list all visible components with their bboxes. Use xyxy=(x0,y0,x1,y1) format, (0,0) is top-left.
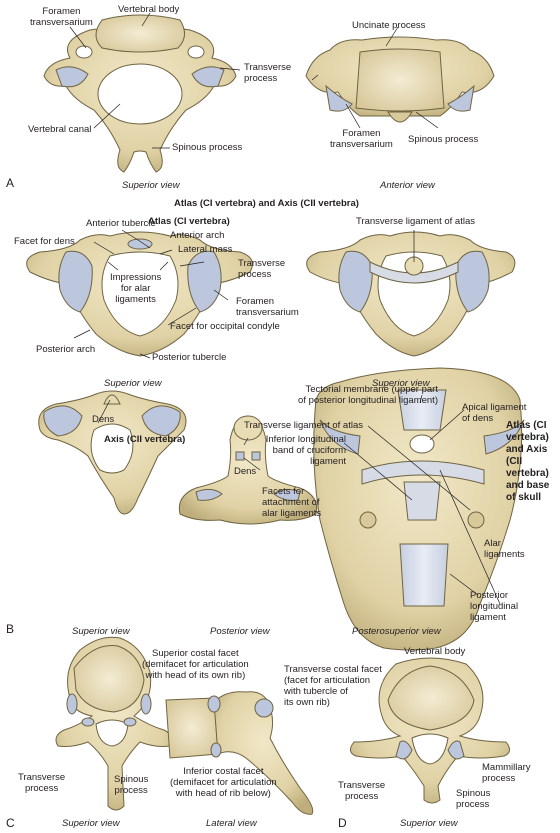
label-facet-for-dens: Facet for dens xyxy=(14,236,75,247)
label-transverse-costal-facet: Transverse costal facet (facet for artic… xyxy=(284,664,382,708)
label-anterior-arch: Anterior arch xyxy=(170,230,225,241)
label-spinous-process-d: Spinous process xyxy=(456,788,491,810)
view-caption-posterosuperior: Posterosuperior view xyxy=(352,626,441,637)
label-dens-posterior: Dens xyxy=(234,466,257,477)
view-caption-c-left: Superior view xyxy=(62,818,120,829)
view-caption-a-right: Anterior view xyxy=(380,180,435,191)
label-posterior-tubercle: Posterior tubercle xyxy=(152,352,227,363)
label-tectorial-membrane: Tectorial membrane (upper part of poster… xyxy=(298,384,438,406)
view-caption-axis-posterior: Posterior view xyxy=(210,626,270,637)
label-transverse-process-a: Transverse process xyxy=(244,62,292,84)
atlas-axis-skull-base-drawing xyxy=(313,367,525,651)
panel-letter-a: A xyxy=(6,176,15,190)
label-anterior-tubercle: Anterior tubercle xyxy=(86,218,156,229)
view-caption-a-left: Superior view xyxy=(122,180,180,191)
label-superior-costal-facet: Superior costal facet (demifacet for art… xyxy=(142,648,249,681)
cervical-vertebra-anterior-drawing xyxy=(305,36,495,123)
label-vertebral-body-d: Vertebral body xyxy=(404,646,466,657)
label-transverse-process-d: Transverse process xyxy=(338,780,386,802)
title-atlas: Atlas (CI vertebra) xyxy=(148,216,230,227)
thoracic-vertebra-superior-drawing xyxy=(55,636,173,811)
lumbar-vertebra-superior-drawing xyxy=(350,657,510,804)
label-apical-ligament-dens: Apical ligament of dens xyxy=(462,402,527,424)
panel-letter-b: B xyxy=(6,622,15,636)
view-caption-axis-superior: Superior view xyxy=(72,626,130,637)
view-caption-atlas-right: Superior view xyxy=(372,378,430,389)
label-inferior-longitudinal-band: Inferior longitudinal band of cruciform … xyxy=(265,434,346,467)
label-spinous-process-a-right: Spinous process xyxy=(408,134,479,145)
label-inferior-costal-facet: Inferior costal facet (demifacet for art… xyxy=(170,766,277,799)
label-facets-alar-attachment: Facets for attachment of alar ligaments xyxy=(262,486,322,519)
title-atlas-axis-skull: Atlas (CI vertebra) and Axis (CII verteb… xyxy=(506,420,550,503)
label-vertebral-body-a: Vertebral body xyxy=(118,4,180,15)
label-vertebral-canal-a: Vertebral canal xyxy=(28,124,92,135)
label-spinous-process-c: Spinous process xyxy=(114,774,149,796)
title-axis: Axis (CII vertebra) xyxy=(104,434,186,445)
label-transverse-ligament-atlas-mid: Transverse ligament of atlas xyxy=(244,420,363,431)
label-foramen-transversarium-a-right: Foramen transversarium xyxy=(330,128,393,150)
view-caption-c-mid: Lateral view xyxy=(206,818,257,829)
label-uncinate-process-a: Uncinate process xyxy=(352,20,426,31)
label-foramen-transversarium-a-left: Foramen transversarium xyxy=(30,6,93,28)
axis-superior-drawing xyxy=(38,390,187,515)
label-foramen-transversarium-atlas: Foramen transversarium xyxy=(236,296,299,318)
view-caption-d: Superior view xyxy=(400,818,458,829)
label-transverse-ligament-atlas-top: Transverse ligament of atlas xyxy=(356,216,475,227)
label-transverse-process-atlas: Transverse process xyxy=(238,258,286,280)
label-lateral-mass: Lateral mass xyxy=(178,244,233,255)
label-alar-ligaments: Alar ligaments xyxy=(484,538,525,560)
label-facet-occipital-condyle: Facet for occipital condyle xyxy=(170,321,280,332)
label-posterior-longitudinal-ligament: Posterior longitudinal ligament xyxy=(470,590,519,623)
heading-atlas-and-axis: Atlas (CI vertebra) and Axis (CII verteb… xyxy=(174,198,359,209)
label-transverse-process-c: Transverse process xyxy=(18,772,66,794)
atlas-superior-drawing-right xyxy=(306,231,516,357)
thoracic-vertebra-lateral-drawing xyxy=(165,691,314,815)
view-caption-atlas-left: Superior view xyxy=(104,378,162,389)
label-posterior-arch: Posterior arch xyxy=(36,344,96,355)
label-mammillary-process: Mammillary process xyxy=(482,762,531,784)
leader-lines xyxy=(69,12,501,605)
panel-letter-d: D xyxy=(338,816,347,830)
label-impressions-alar-ligaments: Impressions for alar ligaments xyxy=(110,272,162,305)
panel-letter-c: C xyxy=(6,816,15,830)
cervical-vertebra-superior-drawing xyxy=(43,14,237,173)
label-spinous-process-a-left: Spinous process xyxy=(172,142,243,153)
axis-posterior-drawing xyxy=(178,415,318,525)
label-dens-axis: Dens xyxy=(92,414,115,425)
